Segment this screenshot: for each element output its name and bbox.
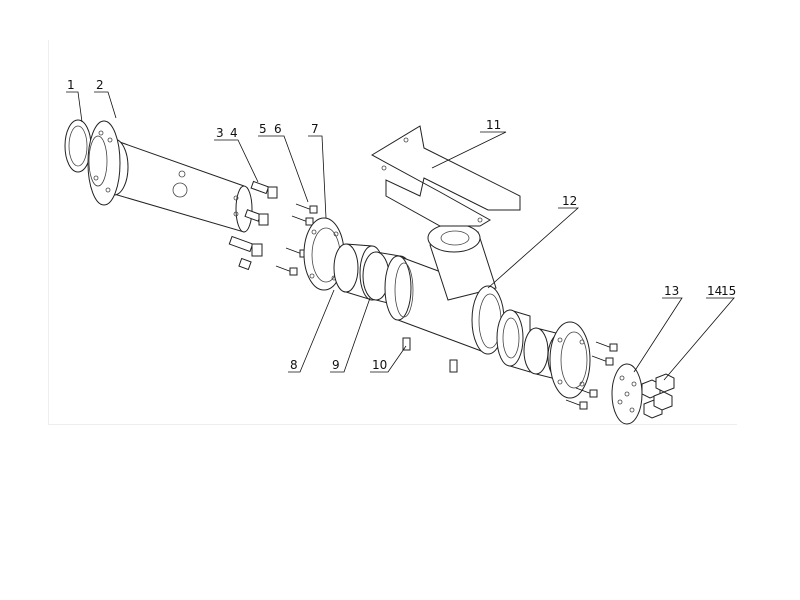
label-part-3: 3 <box>216 126 224 140</box>
part-right-flange <box>549 321 591 399</box>
label-part-5: 5 <box>259 122 267 136</box>
leader-lines <box>66 91 735 381</box>
label-part-10: 10 <box>372 358 387 372</box>
label-part-2: 2 <box>96 78 104 92</box>
part-13-end-cover <box>611 363 643 425</box>
label-part-12: 12 <box>562 194 577 208</box>
label-part-1: 1 <box>67 78 75 92</box>
part-right-screws <box>565 341 618 410</box>
part-10-grease-nipple <box>402 337 458 373</box>
label-part-13: 13 <box>664 284 679 298</box>
part-5-6-screws <box>275 203 318 276</box>
part-12-main-body <box>384 223 505 355</box>
label-part-15: 15 <box>721 284 736 298</box>
label-part-6: 6 <box>274 122 282 136</box>
part-11-bracket <box>370 125 521 227</box>
label-part-7: 7 <box>311 122 319 136</box>
label-part-11: 11 <box>486 118 501 132</box>
part-labels: 1 2 3 4 5 6 7 8 9 10 11 12 13 14 15 <box>67 78 736 372</box>
part-1-o-ring <box>64 119 92 173</box>
label-part-9: 9 <box>332 358 340 372</box>
label-part-4: 4 <box>230 126 238 140</box>
label-part-14: 14 <box>707 284 722 298</box>
part-14-15-nuts <box>641 373 675 419</box>
label-part-8: 8 <box>290 358 298 372</box>
part-2-cylinder-barrel <box>87 120 253 233</box>
part-3-4-bolts <box>228 180 278 271</box>
drawing-frame <box>48 40 737 425</box>
